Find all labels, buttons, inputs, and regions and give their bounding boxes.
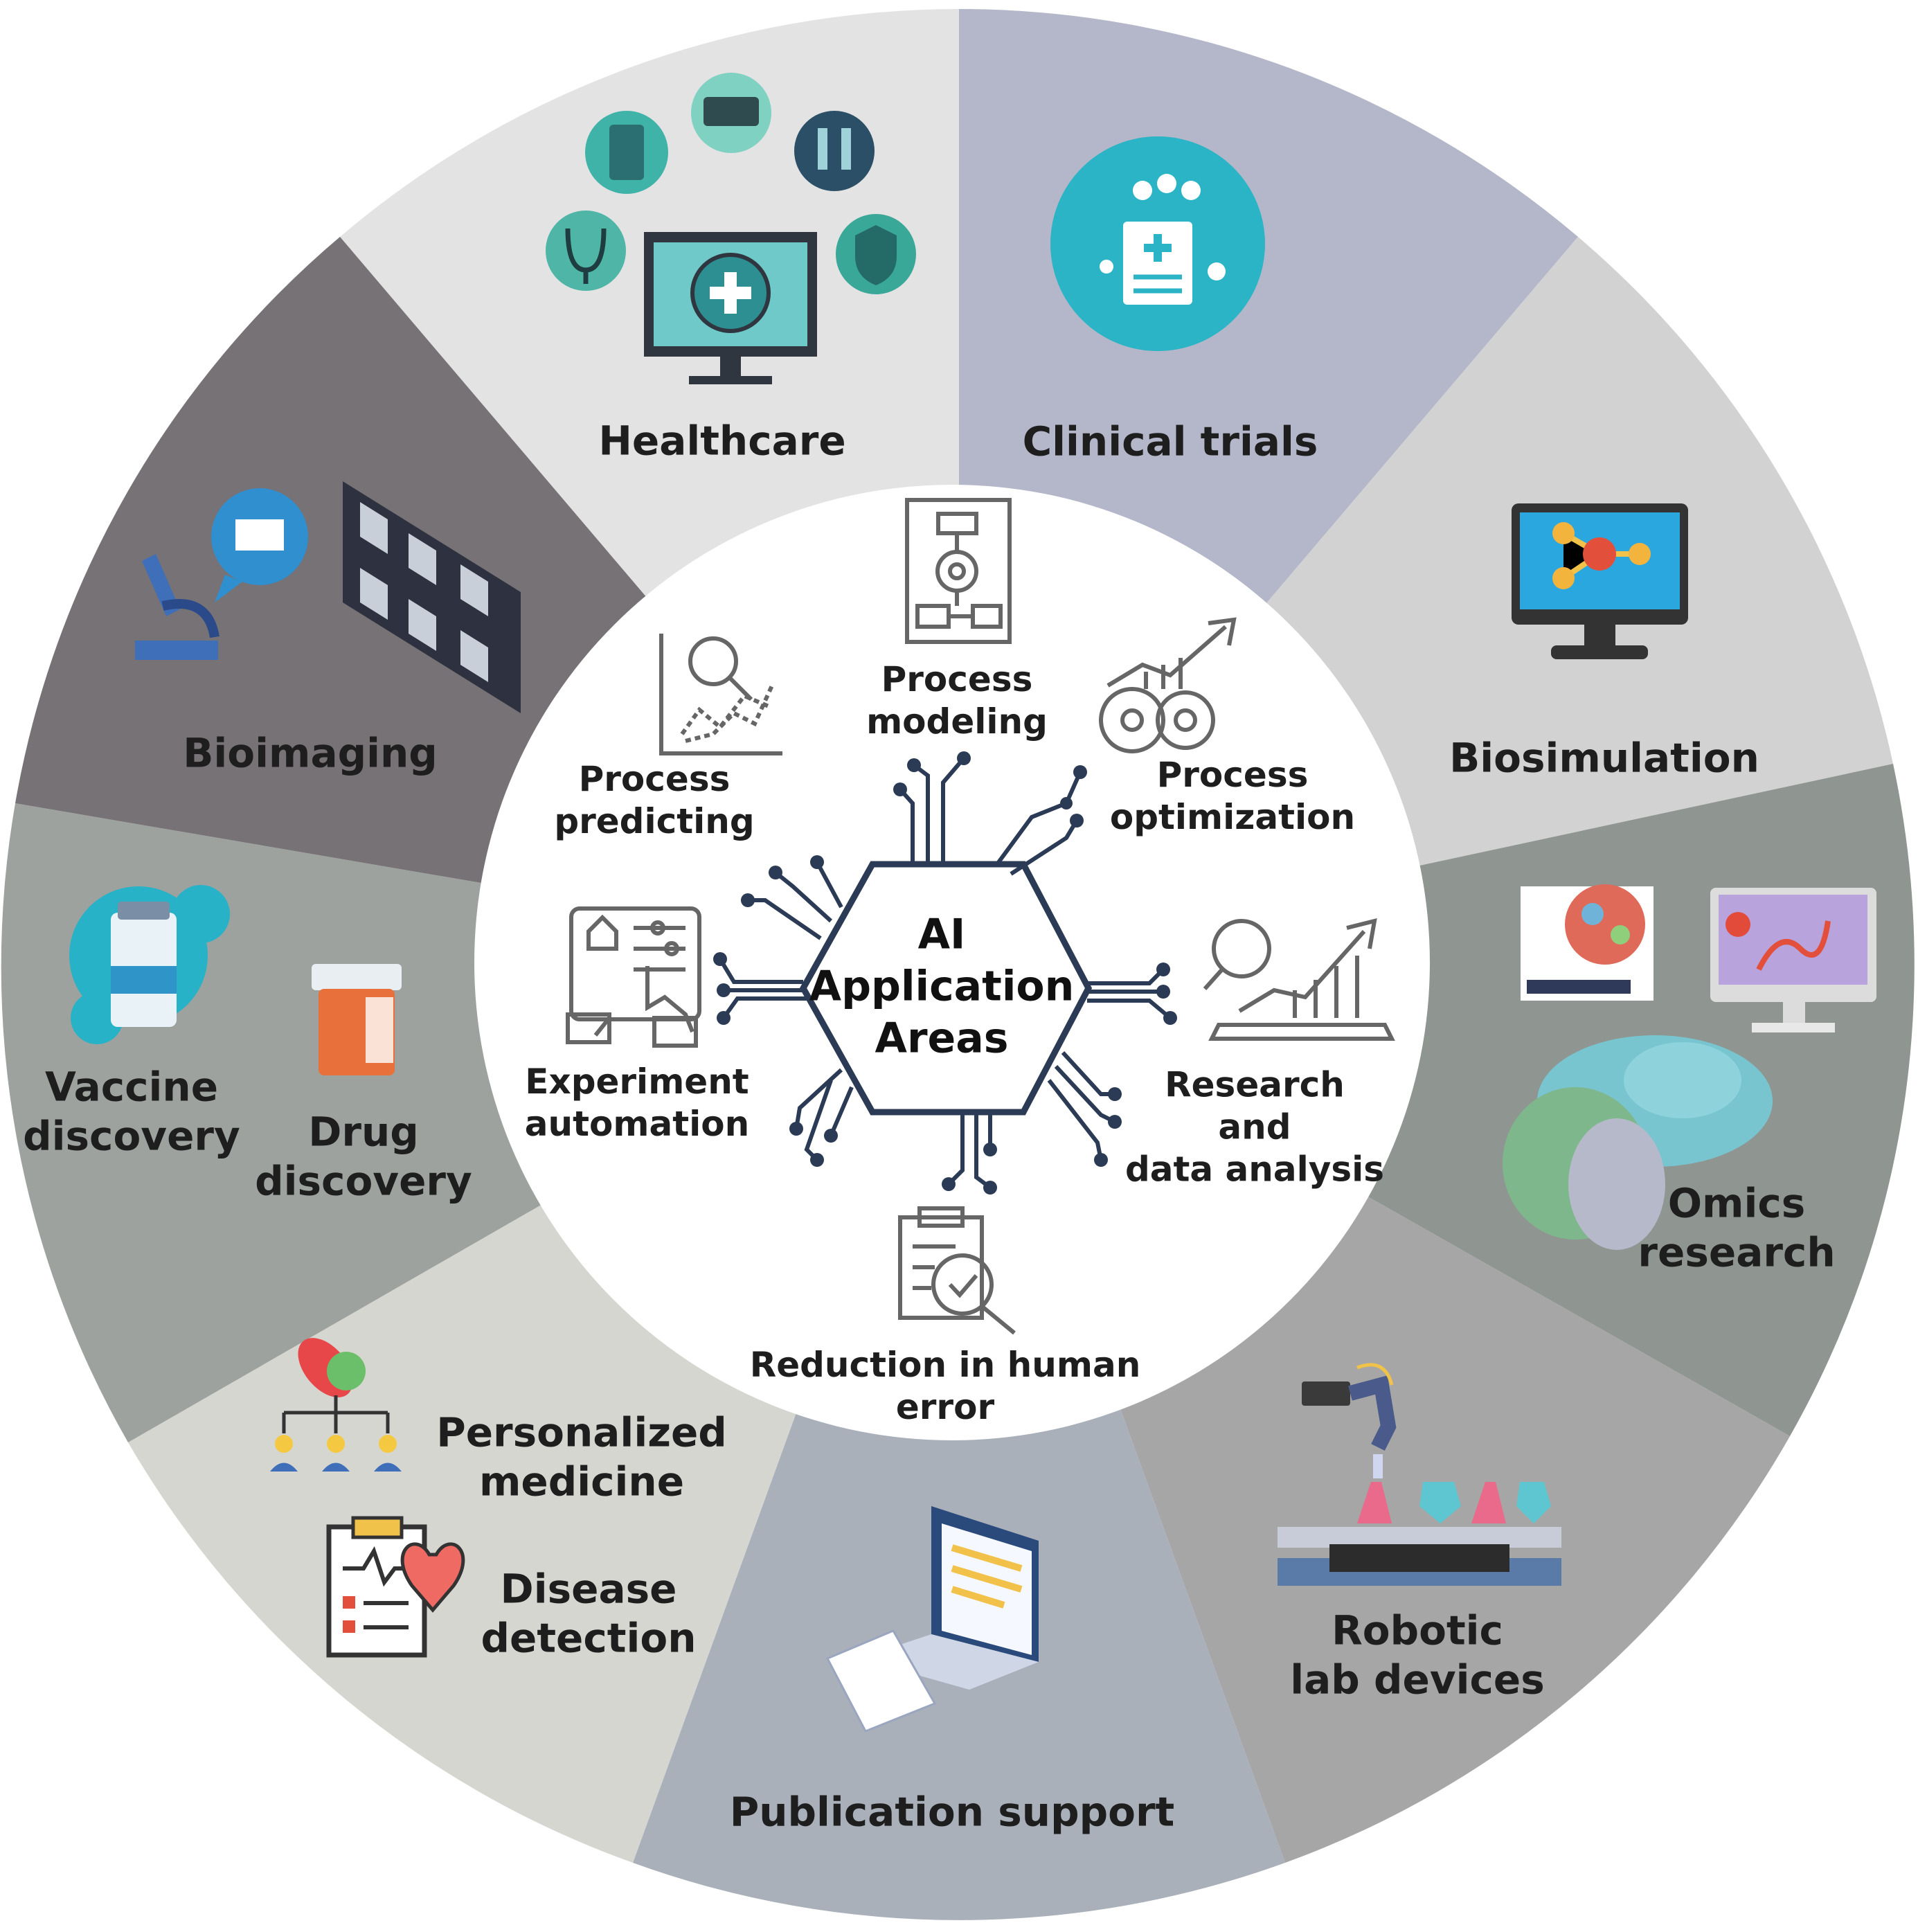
label-line: data analysis (1124, 1149, 1385, 1190)
label-line: Publication support (729, 1788, 1175, 1836)
label-line: Disease (500, 1565, 677, 1613)
label-line: Process (578, 759, 731, 799)
circuit-traces (718, 757, 1172, 1190)
pill-hierarchy-icon (270, 1338, 402, 1472)
label-line: Process (881, 659, 1033, 699)
xray-scans-icon (343, 481, 521, 713)
label-line: Omics (1667, 1179, 1806, 1227)
simulation-monitor-icon (1512, 503, 1688, 659)
label-biosimulation: Biosimulation (1449, 734, 1759, 783)
vaccine-vial-icon (69, 885, 230, 1044)
pill-bottle-icon (312, 964, 402, 1075)
label-line: Reduction in human (749, 1345, 1141, 1385)
label-publication-support: Publication support (730, 1788, 1175, 1837)
label-line: discovery (255, 1157, 472, 1204)
label-line: Biosimulation (1449, 734, 1759, 782)
test-tubes-icon (794, 111, 875, 191)
microscope-icon (135, 488, 308, 660)
label-line: automation (524, 1104, 750, 1144)
center-line: AI (917, 910, 966, 959)
protein-structure-icon (1503, 1035, 1773, 1250)
circuit-nodes (713, 751, 1177, 1195)
magnifier-plot-icon (659, 634, 782, 755)
sector-publication-support (633, 965, 1285, 1920)
center-line: Areas (875, 1014, 1009, 1063)
label-line: Clinical trials (1022, 418, 1318, 465)
laptop-document-icon (825, 1506, 1039, 1733)
telemedicine-icons (546, 73, 916, 384)
label-line: Healthcare (598, 417, 846, 465)
clinical-clipboard-icon (1050, 136, 1265, 351)
label-clinical-trials: Clinical trials (1023, 418, 1318, 467)
label-line: medicine (478, 1458, 685, 1505)
label-line: research (1638, 1228, 1836, 1276)
label-line: Research (1165, 1064, 1345, 1105)
label-line: Bioimaging (183, 729, 438, 777)
label-line: Experiment (525, 1062, 749, 1102)
robotic-arm-icon (1278, 1363, 1561, 1586)
label-line: Personalized (436, 1408, 727, 1456)
clipboard-check-icon (898, 1206, 1016, 1335)
label-line: Drug (308, 1108, 419, 1156)
cell-cluster-icon (1565, 884, 1645, 965)
label-bioimaging: Bioimaging (183, 729, 438, 778)
heart-clipboard-icon (326, 1516, 465, 1658)
touch-tablet-icon (566, 906, 701, 1048)
center-title: AI Application Areas (809, 909, 1075, 1065)
label-line: optimization (1109, 797, 1356, 837)
label-line: error (895, 1387, 995, 1427)
label-line: detection (481, 1614, 697, 1661)
search-chart-icon (1203, 918, 1395, 1041)
label-line: predicting (554, 801, 755, 841)
flowchart-gear-icon (905, 498, 1012, 644)
gears-growth-icon (1099, 617, 1237, 753)
label-line: and (1218, 1107, 1291, 1147)
label-line: discovery (23, 1112, 240, 1159)
label-line: Robotic (1332, 1607, 1503, 1654)
omics-icons (1503, 884, 1876, 1250)
label-line: lab devices (1290, 1656, 1545, 1703)
center-line: Application (809, 962, 1075, 1011)
label-healthcare: Healthcare (598, 417, 845, 466)
label-line: modeling (866, 701, 1048, 742)
label-line: Process (1156, 755, 1309, 795)
label-line: Vaccine (44, 1063, 219, 1111)
